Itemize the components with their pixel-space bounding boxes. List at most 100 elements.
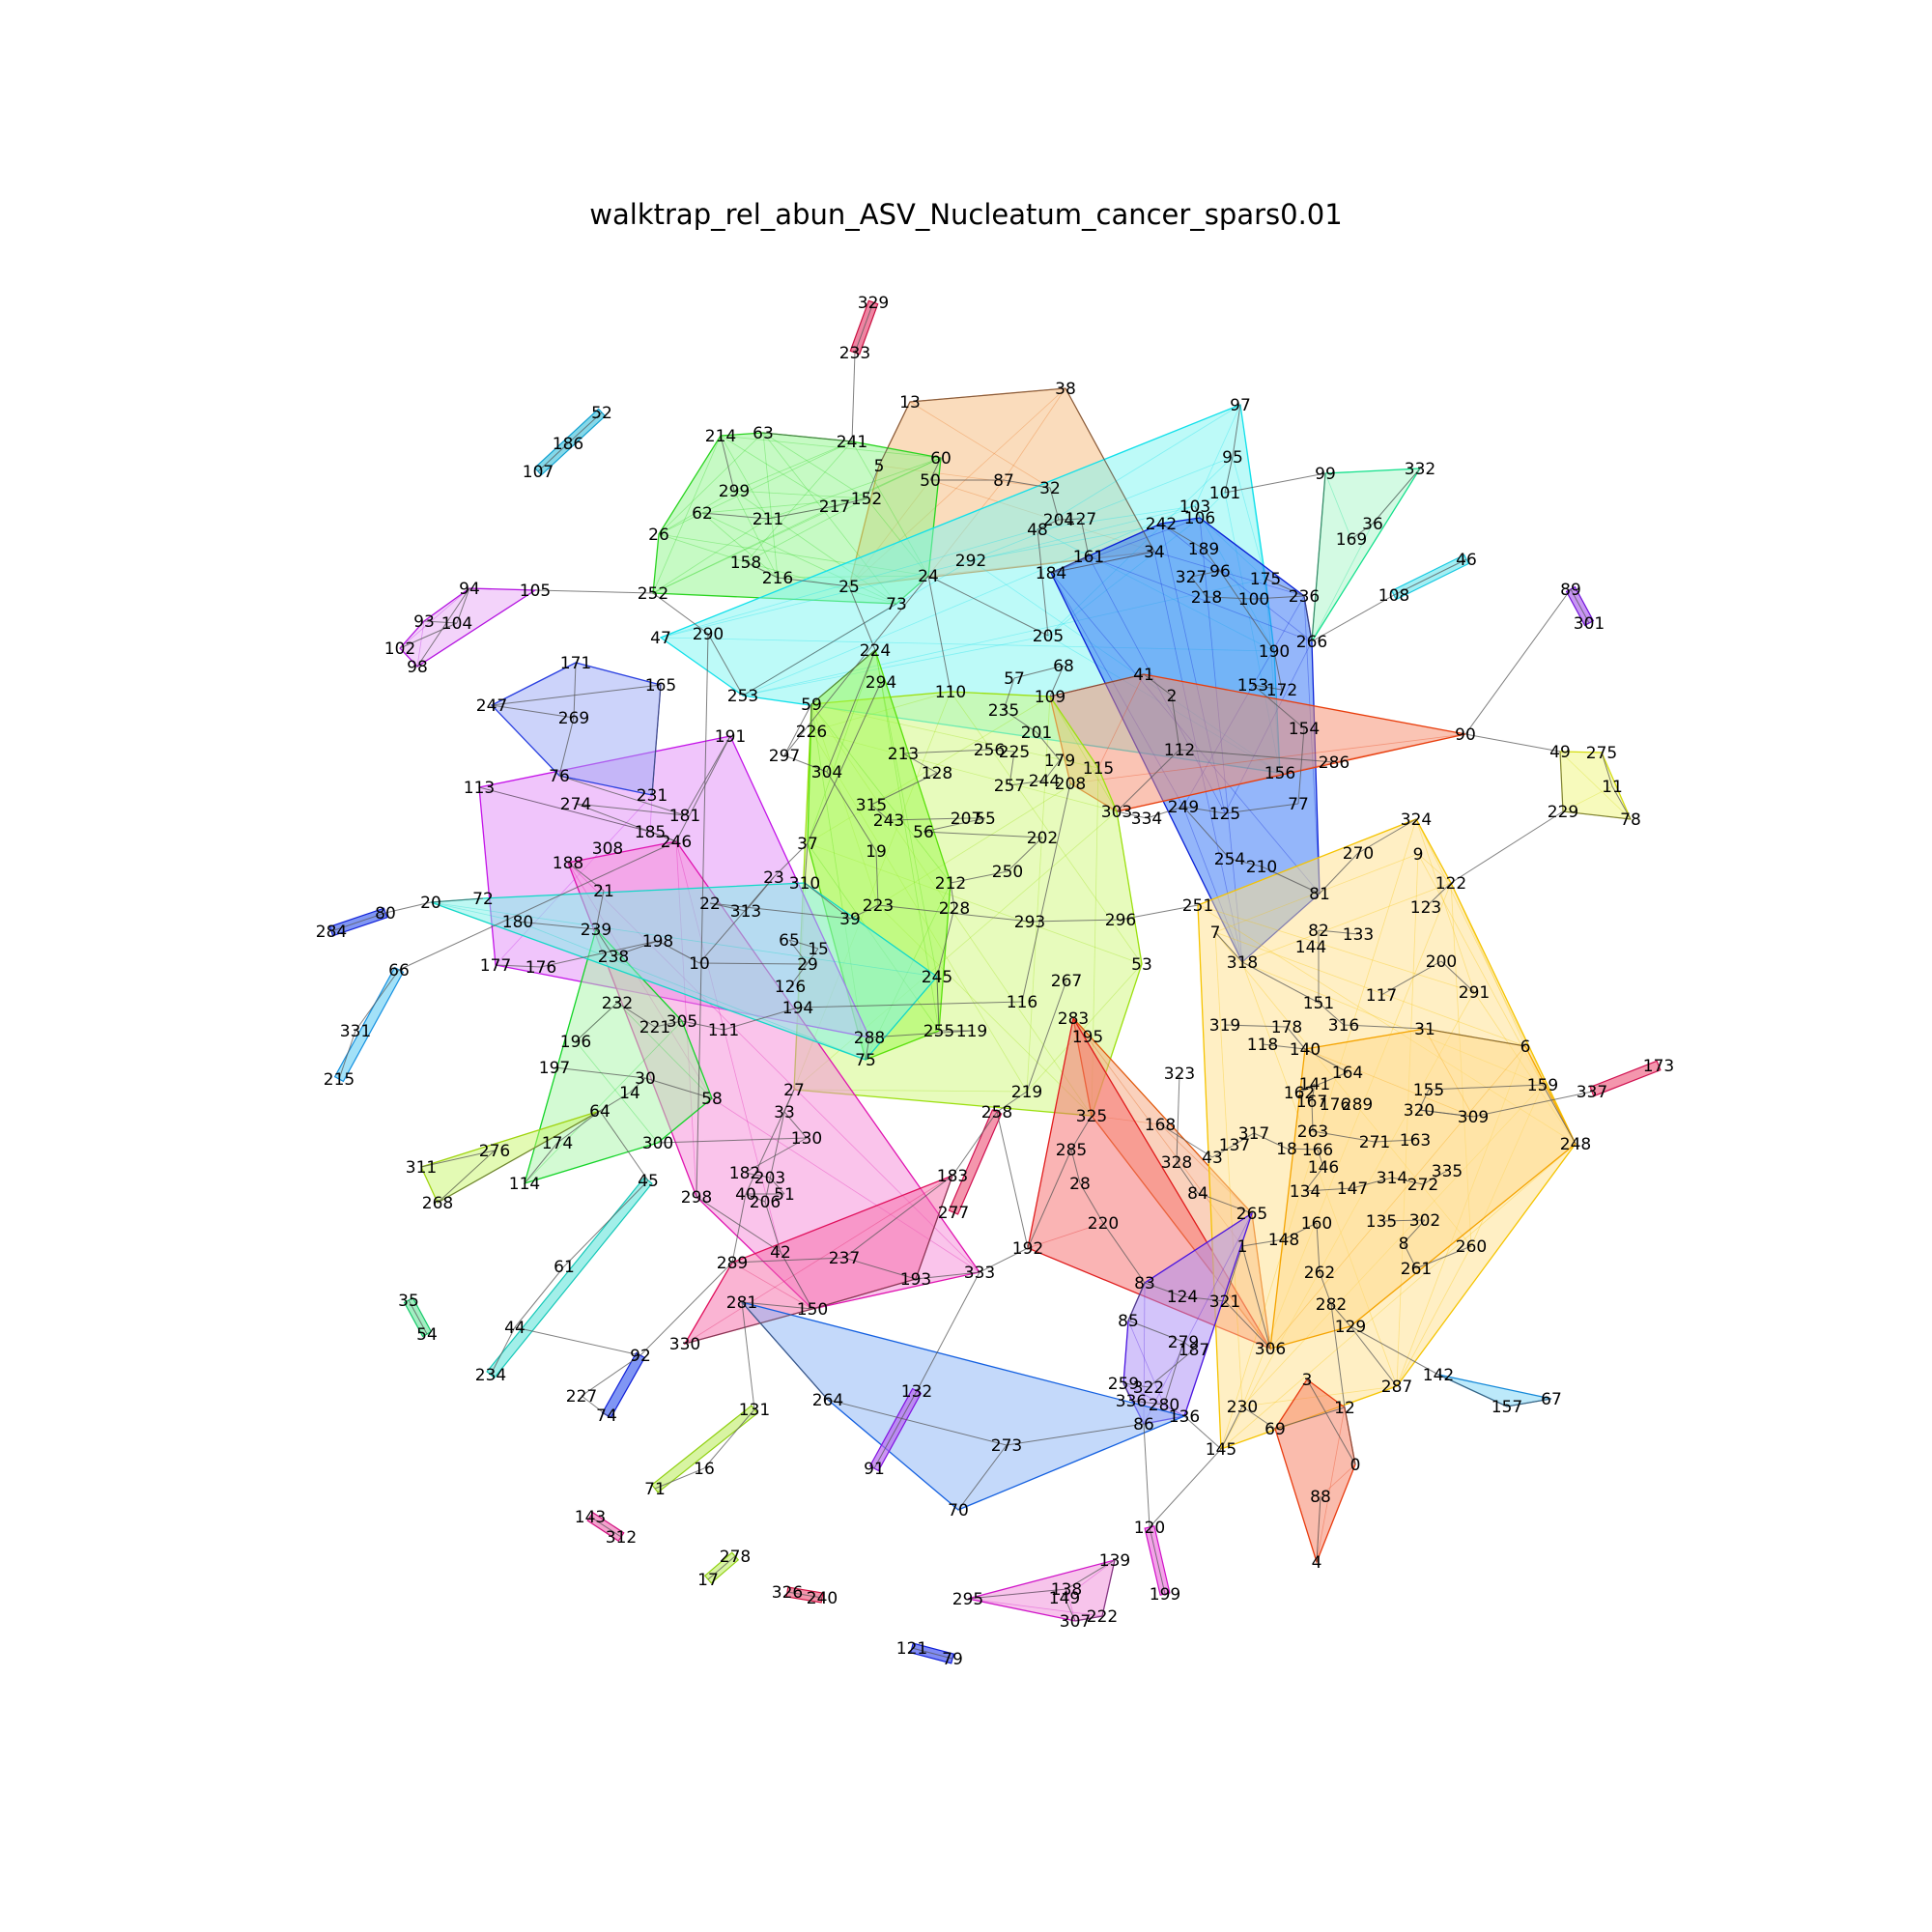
node-label: 172 bbox=[1266, 681, 1297, 700]
pair-hull-9 bbox=[651, 1405, 758, 1493]
community-edge bbox=[1027, 1222, 1104, 1249]
graph-edge bbox=[1440, 960, 1475, 993]
graph-edge bbox=[1425, 882, 1452, 908]
graph-edge bbox=[1306, 1378, 1356, 1465]
node-label: 87 bbox=[993, 471, 1014, 491]
graph-edge bbox=[1343, 1024, 1426, 1030]
node-label: 47 bbox=[650, 629, 671, 648]
community-edge bbox=[865, 976, 938, 1061]
community-edge bbox=[652, 518, 769, 594]
graph-edge bbox=[514, 1326, 641, 1356]
community-edge bbox=[1304, 1028, 1426, 1050]
community-edge bbox=[575, 1040, 659, 1144]
graph-edge bbox=[1241, 1245, 1271, 1350]
graph-edge bbox=[996, 1111, 1029, 1249]
node-label: 266 bbox=[1296, 633, 1327, 652]
graph-edge bbox=[1274, 1406, 1346, 1430]
community-edge bbox=[1026, 963, 1143, 1093]
node-label: 14 bbox=[619, 1084, 640, 1103]
graph-edge bbox=[769, 1177, 785, 1195]
graph-edge bbox=[1050, 555, 1090, 574]
community-edge bbox=[1122, 1382, 1185, 1417]
graph-edge bbox=[684, 1308, 813, 1345]
node-label: 260 bbox=[1456, 1237, 1487, 1257]
graph-edge bbox=[788, 939, 819, 950]
graph-edge bbox=[868, 1030, 973, 1038]
graph-edge bbox=[1190, 576, 1208, 598]
graph-edge bbox=[514, 1265, 565, 1328]
community-edge bbox=[1350, 1143, 1577, 1327]
node-label: 286 bbox=[1319, 753, 1350, 773]
community-edge bbox=[1269, 1045, 1526, 1350]
node-label: 165 bbox=[645, 676, 676, 696]
node-label: 13 bbox=[899, 393, 921, 412]
graph-edge bbox=[1116, 749, 1180, 812]
node-label: 310 bbox=[789, 874, 820, 894]
graph-edge bbox=[1159, 1123, 1213, 1158]
node-label: 271 bbox=[1359, 1133, 1390, 1152]
node-label: 197 bbox=[539, 1059, 570, 1078]
community-edge bbox=[1049, 696, 1118, 812]
node-label: 200 bbox=[1426, 952, 1457, 972]
graph-edge bbox=[1464, 588, 1572, 735]
node-label: 130 bbox=[791, 1129, 822, 1149]
node-label: 1 bbox=[1237, 1237, 1248, 1257]
node-label: 239 bbox=[581, 921, 611, 940]
node-label: 49 bbox=[1549, 743, 1571, 762]
node-label: 119 bbox=[956, 1022, 987, 1041]
node-label: 23 bbox=[763, 868, 784, 888]
graph-edge bbox=[1101, 1559, 1116, 1617]
graph-edge bbox=[1065, 1559, 1116, 1590]
graph-edge bbox=[866, 465, 880, 499]
graph-edge bbox=[1122, 1382, 1150, 1388]
community-edge bbox=[399, 587, 470, 649]
graph-edge bbox=[742, 603, 897, 696]
graph-edge bbox=[745, 1193, 766, 1203]
node-label: 81 bbox=[1309, 885, 1330, 904]
community-edge bbox=[874, 649, 882, 683]
graph-edge bbox=[1357, 818, 1417, 854]
graph-edge bbox=[644, 1077, 713, 1099]
graph-edge bbox=[1037, 528, 1049, 637]
community-edge bbox=[616, 1002, 713, 1099]
node-label: 7 bbox=[1210, 923, 1221, 943]
node-label: 322 bbox=[1133, 1378, 1164, 1398]
community-edge bbox=[1122, 1320, 1129, 1384]
node-label: 107 bbox=[523, 463, 554, 482]
graph-edge bbox=[1298, 1071, 1349, 1094]
graph-edge bbox=[1422, 1170, 1448, 1185]
community-edge bbox=[482, 882, 806, 899]
node-label: 149 bbox=[1049, 1589, 1080, 1608]
node-label: 323 bbox=[1164, 1065, 1195, 1084]
graph-edge bbox=[1143, 673, 1173, 696]
node-label: 234 bbox=[475, 1366, 506, 1385]
node-label: 11 bbox=[1602, 778, 1623, 797]
node-label: 110 bbox=[935, 683, 966, 702]
node-label: 8 bbox=[1399, 1235, 1409, 1254]
graph-edge bbox=[1311, 472, 1326, 642]
graph-edge bbox=[654, 1020, 683, 1028]
node-label: 199 bbox=[1150, 1585, 1180, 1605]
graph-edge bbox=[1424, 1028, 1526, 1047]
node-label: 255 bbox=[923, 1022, 954, 1041]
node-label: 9 bbox=[1413, 845, 1424, 865]
graph-edge bbox=[1122, 1382, 1132, 1402]
graph-edge bbox=[698, 962, 809, 965]
graph-edge bbox=[558, 775, 686, 816]
node-label: 37 bbox=[797, 835, 818, 854]
node-label: 20 bbox=[420, 894, 441, 913]
graph-edge bbox=[709, 902, 747, 912]
node-label: 303 bbox=[1101, 803, 1132, 822]
community-edge bbox=[1026, 696, 1051, 1093]
node-label: 58 bbox=[701, 1090, 723, 1109]
community-edge bbox=[1214, 853, 1419, 933]
graph-edge bbox=[1049, 673, 1145, 697]
node-label: 140 bbox=[1290, 1040, 1321, 1060]
graph-edge bbox=[1252, 684, 1305, 729]
community-edge bbox=[731, 1262, 813, 1310]
community-edge bbox=[649, 794, 653, 833]
graph-edge bbox=[1203, 548, 1221, 572]
community-edge bbox=[742, 492, 1226, 696]
graph-edge bbox=[399, 622, 458, 649]
graph-edge bbox=[827, 1399, 1008, 1446]
